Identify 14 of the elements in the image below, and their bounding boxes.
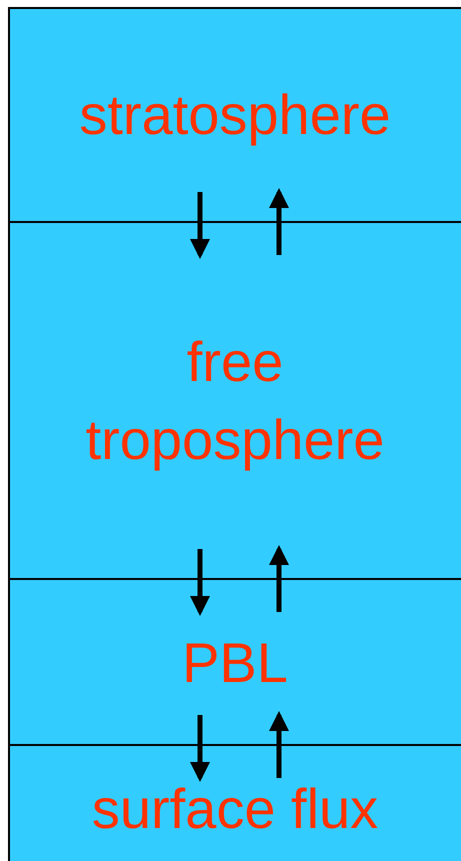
atmosphere-layer-band [8, 578, 461, 747]
layer-label: stratosphere [79, 82, 391, 148]
atmosphere-layer-band [8, 7, 461, 223]
atmosphere-layer-band [8, 744, 461, 861]
arrow [269, 545, 289, 612]
layer-label: free troposphere [84, 328, 386, 473]
layer-label: PBL [182, 630, 288, 696]
atmosphere-layer-band [8, 221, 461, 580]
layer-label: surface flux [92, 776, 378, 842]
arrow [269, 188, 289, 255]
arrow [269, 711, 289, 778]
arrow [190, 549, 210, 616]
arrow [190, 192, 210, 259]
arrow [190, 715, 210, 782]
